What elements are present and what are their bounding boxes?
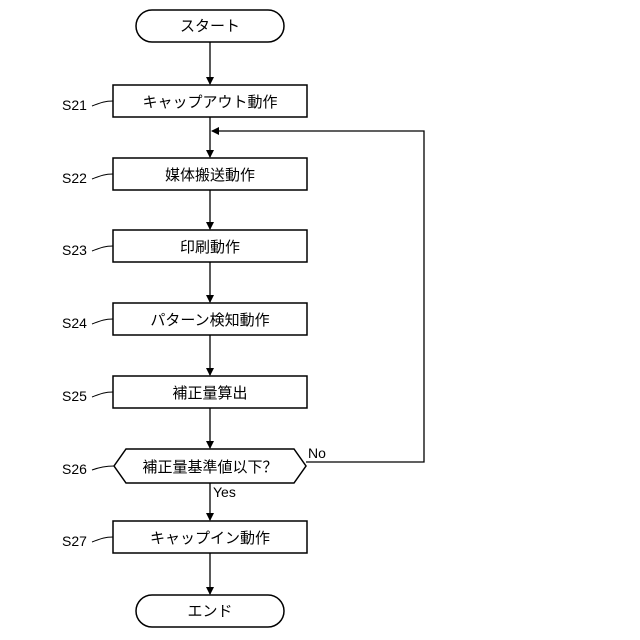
- step-s23-label: 印刷動作: [180, 238, 240, 256]
- step-s23: 印刷動作 S23: [62, 230, 307, 262]
- step-s21-label: キャップアウト動作: [142, 93, 277, 111]
- step-s22: 媒体搬送動作 S22: [62, 158, 307, 190]
- step-s27-leader: [92, 537, 113, 542]
- decision-s26-id: S26: [62, 461, 87, 477]
- step-s27-id: S27: [62, 533, 87, 549]
- step-s25-leader: [92, 392, 113, 397]
- step-s22-leader: [92, 174, 113, 179]
- step-s25-label: 補正量算出: [172, 384, 247, 402]
- start-label: スタート: [180, 17, 240, 35]
- step-s21: キャップアウト動作 S21: [62, 85, 307, 117]
- step-s24-id: S24: [62, 315, 87, 331]
- step-s24: パターン検知動作 S24: [62, 303, 307, 335]
- decision-s26-label: 補正量基準値以下？: [142, 458, 277, 476]
- step-s25-id: S25: [62, 388, 87, 404]
- step-s27: キャップイン動作 S27: [62, 521, 307, 553]
- step-s23-id: S23: [62, 242, 87, 258]
- end-label: エンド: [187, 602, 232, 620]
- step-s27-label: キャップイン動作: [150, 529, 270, 547]
- step-s24-leader: [92, 319, 113, 324]
- start-terminal: スタート: [136, 10, 284, 42]
- decision-s26: 補正量基準値以下？ S26: [62, 449, 306, 483]
- step-s22-id: S22: [62, 170, 87, 186]
- step-s23-leader: [92, 246, 113, 251]
- end-terminal: エンド: [136, 595, 284, 627]
- yes-branch-label: Yes: [213, 484, 236, 500]
- step-s25: 補正量算出 S25: [62, 376, 307, 408]
- step-s22-label: 媒体搬送動作: [165, 166, 255, 184]
- step-s21-id: S21: [62, 97, 87, 113]
- decision-s26-leader: [92, 466, 114, 470]
- no-branch-label: No: [308, 445, 326, 461]
- step-s24-label: パターン検知動作: [150, 311, 269, 329]
- step-s21-leader: [92, 101, 113, 106]
